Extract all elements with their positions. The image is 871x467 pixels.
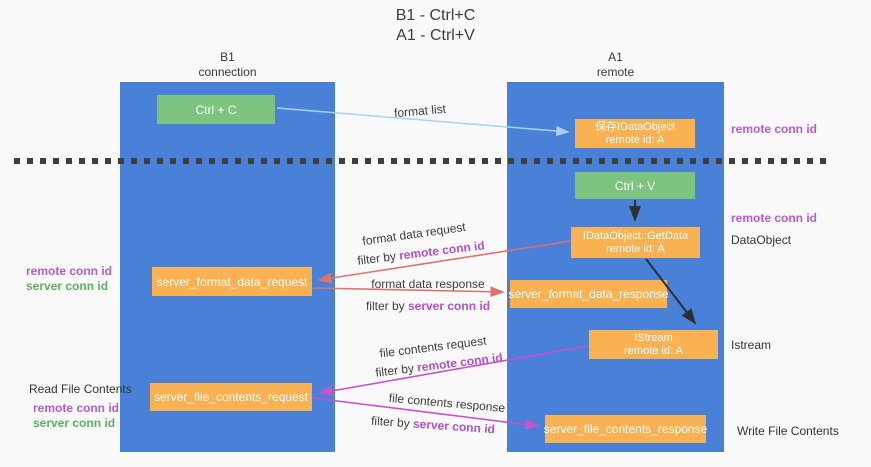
- node-ctrl-v: Ctrl + V: [575, 172, 695, 199]
- node-server-file-contents-request: server_file_contents_request: [150, 383, 312, 411]
- filter-prefix-4: filter by: [370, 413, 414, 431]
- annotation-left-server-conn-1: server conn id: [26, 279, 109, 293]
- node-file-request-label: server_file_contents_request: [153, 390, 309, 404]
- annotation-read-file-contents: Read File Contents: [29, 382, 132, 396]
- lane-header-a1: A1 remote: [507, 50, 724, 80]
- filter-prefix-1: filter by: [356, 248, 401, 268]
- annotation-write-file-contents: Write File Contents: [737, 424, 839, 438]
- lane-b1-name: B1: [220, 50, 235, 64]
- file-contents-response-text: file contents response: [388, 390, 506, 416]
- node-format-request-label: server_format_data_request: [156, 274, 308, 289]
- annotation-left-remote-conn-1: remote conn id: [26, 264, 113, 278]
- edge-label-filter-server-1: filter by server conn id: [366, 299, 490, 313]
- edge-label-format-data-response: format data response: [371, 277, 484, 291]
- lane-a1-name: A1: [608, 50, 623, 64]
- copy-paste-divider: [14, 158, 832, 164]
- lane-header-b1: B1 connection: [120, 50, 335, 80]
- filter-key-server-2: server conn id: [412, 416, 496, 437]
- node-istream-line2: remote id: A: [624, 344, 683, 357]
- annotation-remote-conn-id-mid: remote conn id: [731, 211, 818, 225]
- edge-label-format-list: format list: [393, 102, 446, 120]
- lane-a1-role: remote: [596, 65, 635, 79]
- node-format-response-label: server_format_data_response: [508, 287, 669, 301]
- node-idataobject-getdata: IDataObject::GetData remote id: A: [571, 227, 700, 258]
- filter-prefix-3: filter by: [374, 360, 419, 380]
- title-line-1: B1 - Ctrl+C: [395, 7, 476, 24]
- node-save-idataobject-line1: 保存IDataObject: [594, 120, 676, 133]
- title-line-2: A1 - Ctrl+V: [396, 27, 475, 44]
- diagram-title: B1 - Ctrl+C A1 - Ctrl+V: [0, 6, 871, 46]
- node-istream-line1: IStream: [634, 331, 673, 344]
- edge-label-filter-server-2: filter by server conn id: [371, 414, 496, 437]
- annotation-left-server-conn-2: server conn id: [33, 416, 116, 430]
- annotation-istream: Istream: [731, 338, 772, 352]
- node-getdata-line2: remote id: A: [606, 242, 665, 255]
- node-istream: IStream remote id: A: [589, 330, 718, 359]
- node-ctrl-c: Ctrl + C: [157, 95, 275, 124]
- filter-key-server-1: server conn id: [407, 299, 491, 313]
- node-save-idataobject-line2: remote id: A: [605, 133, 665, 146]
- filter-key-remote-1: remote conn id: [398, 238, 486, 263]
- node-save-idataobject: 保存IDataObject remote id: A: [575, 119, 695, 148]
- filter-prefix-2: filter by: [365, 299, 408, 313]
- node-ctrl-c-label: Ctrl + C: [195, 102, 237, 117]
- format-list-text: format list: [393, 101, 447, 121]
- node-getdata-line1: IDataObject::GetData: [582, 229, 689, 242]
- format-data-response-text: format data response: [371, 277, 485, 291]
- annotation-dataobject: DataObject: [731, 233, 792, 247]
- node-server-format-data-request: server_format_data_request: [152, 267, 312, 296]
- node-ctrl-v-label: Ctrl + V: [614, 178, 656, 193]
- node-file-response-label: server_file_contents_response: [543, 422, 708, 436]
- node-server-file-contents-response: server_file_contents_response: [543, 415, 708, 443]
- annotation-left-remote-conn-2: remote conn id: [33, 401, 120, 415]
- edge-label-file-contents-response: file contents response: [388, 391, 506, 415]
- annotation-remote-conn-id-top: remote conn id: [731, 122, 818, 136]
- lane-b1-role: connection: [198, 65, 257, 79]
- node-server-format-data-response: server_format_data_response: [508, 280, 669, 308]
